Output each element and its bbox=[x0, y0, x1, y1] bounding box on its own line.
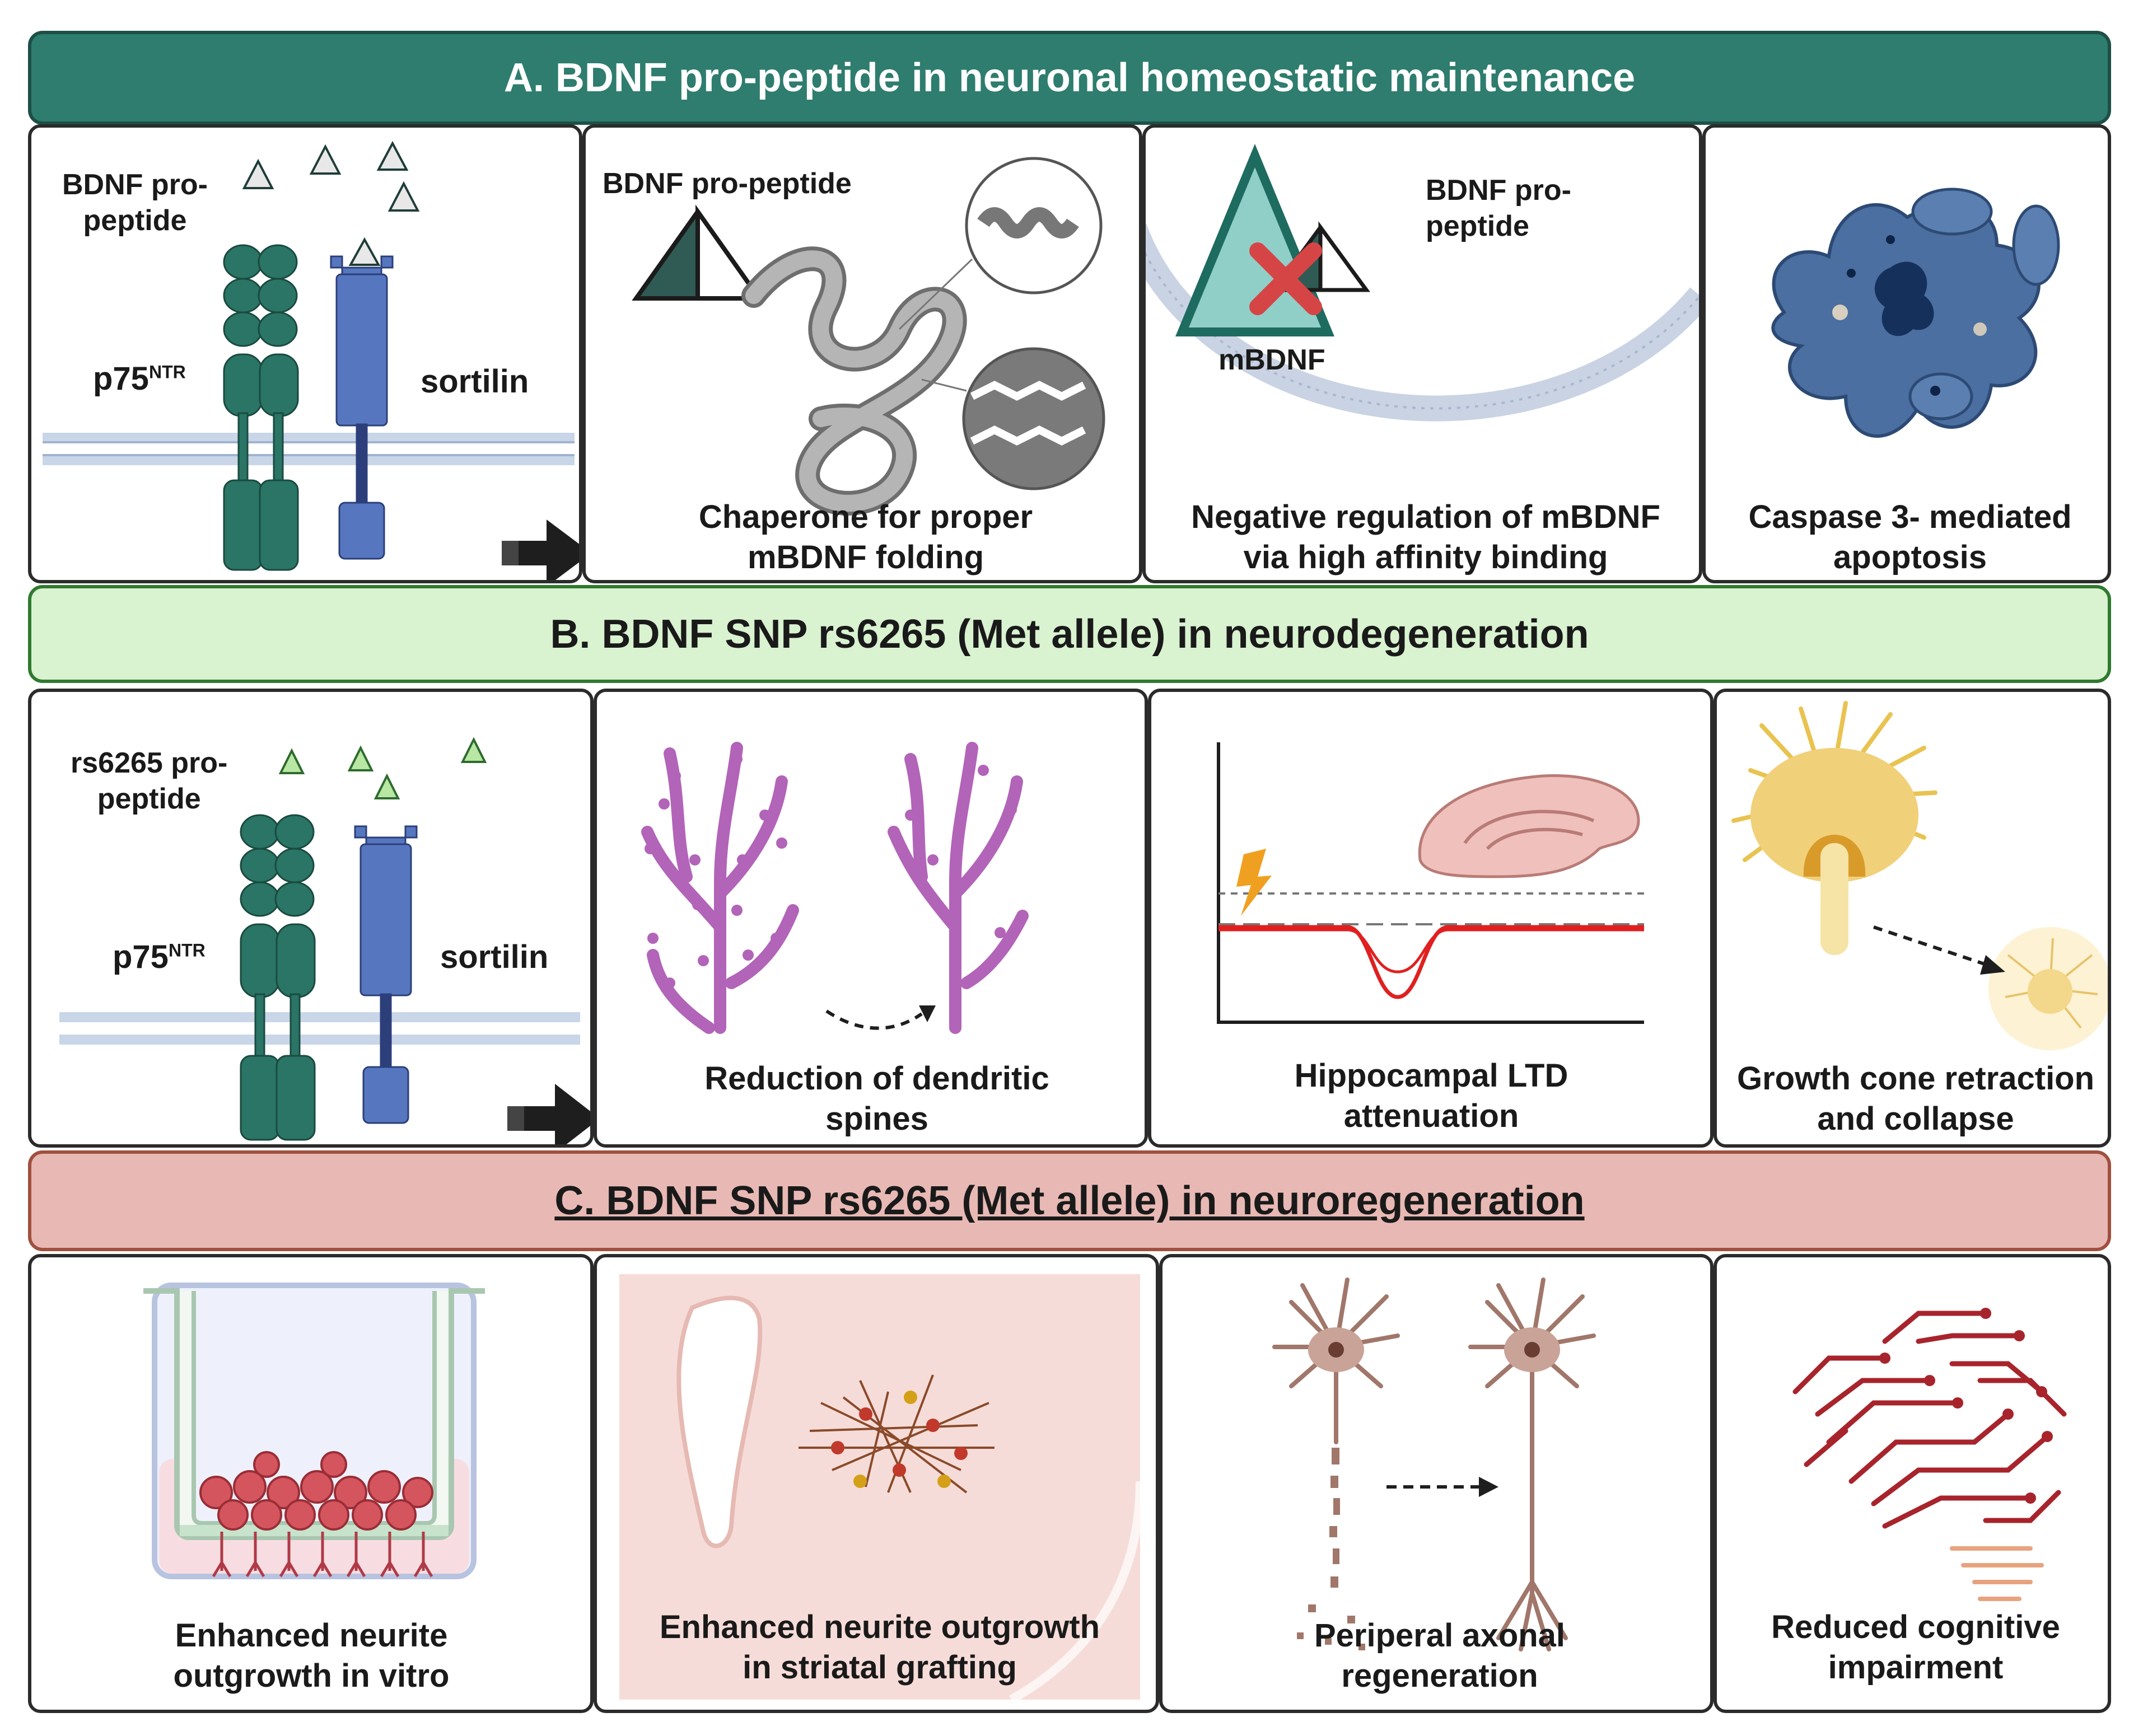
arrow-right-icon bbox=[1479, 1477, 1498, 1497]
panel-c2-caption: Enhanced neurite outgrowth in striatal g… bbox=[659, 1609, 1100, 1686]
panel-a2-chaperone: BDNF pro-peptide Chaperone for proper mB… bbox=[582, 124, 1142, 583]
spine-dots bbox=[645, 754, 1017, 989]
rs6265-pro-peptide-label: rs6265 pro- peptide bbox=[71, 747, 228, 815]
panel-a2-caption: Chaperone for proper mBDNF folding bbox=[698, 499, 1033, 575]
section-a-title: A. BDNF pro-peptide in neuronal homeosta… bbox=[503, 55, 1636, 100]
panel-b2-caption: Reduction of dendritic spines bbox=[704, 1060, 1049, 1137]
pro-peptide-triangles bbox=[242, 141, 420, 266]
pro-peptide-label: BDNF pro- peptide bbox=[62, 169, 208, 237]
arrow-right-icon bbox=[1980, 955, 2005, 975]
arrow-right-icon bbox=[919, 1005, 936, 1022]
panel-c4-cognitive: Reduced cognitive impairment bbox=[1714, 1254, 2111, 1713]
panel-b2-dendritic-spines: Reduction of dendritic spines bbox=[594, 689, 1148, 1148]
section-a-header: A. BDNF pro-peptide in neuronal homeosta… bbox=[28, 31, 2111, 125]
lightning-icon bbox=[1236, 849, 1272, 916]
graft-illustration bbox=[619, 1274, 1145, 1704]
apoptotic-cell-illustration bbox=[1771, 188, 2060, 438]
panel-c3-axonal-regeneration: Periperal axonal regeneration bbox=[1159, 1254, 1714, 1713]
p75-label: p75NTR bbox=[113, 939, 206, 975]
p75-label: p75NTR bbox=[93, 361, 186, 397]
panel-c3-caption: Periperal axonal regeneration bbox=[1314, 1617, 1566, 1694]
sortilin-label: sortilin bbox=[421, 363, 529, 400]
mbdnf-label: mBDNF bbox=[1218, 344, 1325, 376]
section-b-title: B. BDNF SNP rs6265 (Met allele) in neuro… bbox=[550, 611, 1589, 657]
panel-a1-receptors: BDNF pro- peptide bbox=[28, 124, 582, 583]
panel-b4-caption: Growth cone retraction and collapse bbox=[1736, 1060, 2095, 1137]
panel-c1-caption: Enhanced neurite outgrowth in vitro bbox=[173, 1617, 450, 1694]
growth-cone-illustration bbox=[1731, 701, 2108, 1050]
sortilin-label: sortilin bbox=[440, 939, 549, 975]
section-c-header: C. BDNF SNP rs6265 (Met allele) in neuro… bbox=[28, 1150, 2111, 1251]
pro-peptide-label: BDNF pro- peptide bbox=[1426, 174, 1571, 242]
panel-a4-caption: Caspase 3- mediated apoptosis bbox=[1748, 499, 2072, 575]
x-mark-icon bbox=[1249, 242, 1322, 315]
panel-b4-growth-cone: Growth cone retraction and collapse bbox=[1714, 689, 2111, 1148]
panel-b3-ltd: Hippocampal LTD attenuation bbox=[1148, 689, 1714, 1148]
panel-b1-receptors: rs6265 pro- peptide p75NTR sortili bbox=[28, 689, 594, 1148]
receptor-diagram bbox=[43, 141, 579, 580]
panel-a3-negative-regulation: BDNF pro- peptide mBDNF Negative regulat… bbox=[1142, 124, 1702, 583]
section-c-title: C. BDNF SNP rs6265 (Met allele) in neuro… bbox=[554, 1178, 1585, 1223]
axon-regeneration-illustration bbox=[1272, 1278, 1596, 1651]
neuron-cells bbox=[199, 1451, 433, 1531]
panel-c4-caption: Reduced cognitive impairment bbox=[1771, 1609, 2060, 1686]
arrow-right-icon bbox=[513, 520, 579, 580]
section-b-header: B. BDNF SNP rs6265 (Met allele) in neuro… bbox=[28, 585, 2111, 683]
panel-c2-striatal-grafting: Enhanced neurite outgrowth in striatal g… bbox=[594, 1254, 1159, 1713]
protein-folding-illustration bbox=[632, 157, 1105, 516]
pro-peptide-label: BDNF pro-peptide bbox=[603, 167, 852, 200]
panel-a4-apoptosis: Caspase 3- mediated apoptosis bbox=[1702, 124, 2111, 583]
grafted-neurons bbox=[799, 1374, 995, 1494]
arrow-right-icon bbox=[519, 1084, 590, 1144]
receptor-diagram bbox=[59, 737, 590, 1144]
fragmented-axon bbox=[1297, 1448, 1365, 1650]
panel-b3-caption: Hippocampal LTD attenuation bbox=[1294, 1057, 1568, 1134]
panel-c1-in-vitro: Enhanced neurite outgrowth in vitro bbox=[28, 1254, 594, 1713]
transwell-illustration bbox=[143, 1283, 485, 1579]
panel-a3-caption: Negative regulation of mBDNF via high af… bbox=[1191, 499, 1660, 575]
binding-illustration bbox=[1146, 144, 1699, 422]
dendrite-illustration bbox=[641, 742, 1029, 1034]
ltd-trace-illustration bbox=[1217, 742, 1644, 1024]
brain-circuit-icon bbox=[1792, 1308, 2067, 1601]
